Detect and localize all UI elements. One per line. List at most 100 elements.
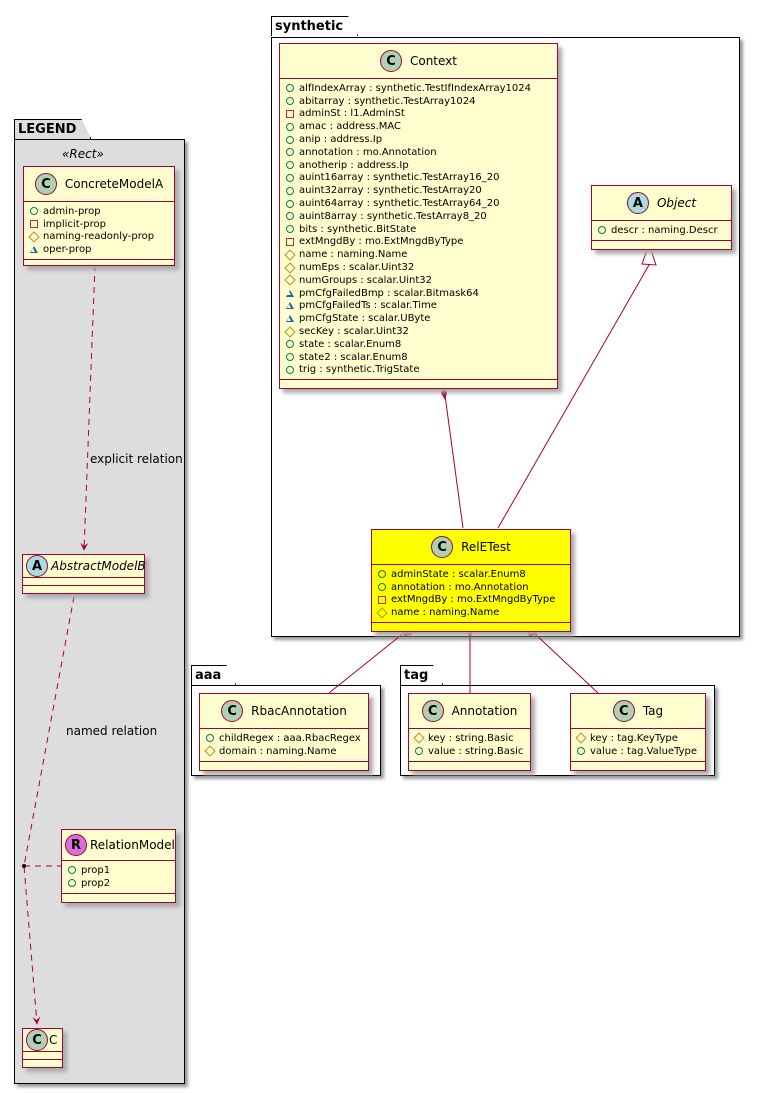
class-header: A Object (592, 186, 731, 221)
public-visibility-icon (576, 747, 586, 756)
public-visibility-icon (67, 866, 77, 875)
attribute-row: oper-prop (29, 243, 170, 256)
class-name: C (49, 1033, 58, 1047)
attribute-list (23, 1052, 62, 1060)
protected-visibility-icon (204, 745, 216, 757)
attribute-text: childRegex : aaa.RbacRegex (219, 732, 361, 744)
explicit-relation-label: explicit relation (90, 452, 183, 466)
public-visibility-icon (29, 207, 39, 216)
protected-visibility-icon (28, 231, 40, 243)
attribute-text: oper-prop (43, 244, 92, 256)
attribute-text: key : string.Basic (428, 732, 514, 744)
attribute-row: admin-prop (29, 205, 170, 218)
class-header: C Tag (571, 694, 705, 729)
protected-visibility-icon (575, 732, 587, 745)
package-visibility-icon (285, 315, 295, 323)
attribute-list: descr : naming.Descr (592, 221, 731, 241)
attribute-text: auint64array : synthetic.TestArray64_20 (299, 198, 500, 210)
attribute-text: pmCfgState : scalar.UByte (299, 313, 431, 325)
named-relation-label: named relation (66, 724, 158, 738)
attribute-text: anotherip : address.Ip (299, 159, 409, 171)
attribute-row: annotation : mo.Annotation (377, 581, 566, 594)
class-object[interactable]: A Object descr : naming.Descr (591, 185, 732, 250)
attribute-text: admin-prop (43, 205, 101, 217)
attribute-row: state : scalar.Enum8 (285, 338, 553, 351)
attribute-list (23, 578, 144, 586)
attribute-row: extMngdBy : mo.ExtMngdByType (377, 594, 566, 607)
class-badge-icon: C (421, 700, 444, 722)
class-badge-icon: C (379, 50, 402, 72)
class-name: RbacAnnotation (251, 704, 347, 718)
attribute-text: value : string.Basic (428, 745, 524, 757)
attribute-list: alfIndexArray : synthetic.TestIfIndexArr… (280, 79, 557, 381)
attribute-text: abitarray : synthetic.TestArray1024 (299, 95, 476, 107)
attribute-text: auint16array : synthetic.TestArray16_20 (299, 172, 500, 184)
public-visibility-icon (205, 734, 215, 743)
class-badge-icon: C (612, 700, 635, 722)
method-list (409, 762, 530, 770)
class-context[interactable]: C Context alfIndexArray : synthetic.Test… (279, 43, 558, 390)
synthetic-package-tab: synthetic (271, 16, 358, 36)
attribute-row: prop2 (67, 877, 171, 890)
public-visibility-icon (285, 148, 295, 157)
public-visibility-icon (285, 353, 295, 362)
public-visibility-icon (285, 186, 295, 195)
class-header: C ConcreteModelA (24, 167, 174, 202)
method-list (23, 1060, 62, 1067)
attribute-text: auint8array : synthetic.TestArray8_20 (299, 210, 487, 222)
attribute-text: descr : naming.Descr (611, 224, 718, 236)
class-badge-icon: C (26, 1029, 48, 1051)
attribute-row: value : string.Basic (414, 745, 526, 758)
method-list (62, 894, 175, 902)
method-list (571, 762, 705, 770)
attribute-text: state : scalar.Enum8 (299, 338, 402, 350)
protected-visibility-icon (284, 325, 296, 338)
class-abstractmodelb[interactable]: A AbstractModelB (22, 554, 146, 594)
public-visibility-icon (285, 84, 295, 93)
attribute-row: secKey : scalar.Uint32 (284, 325, 553, 338)
attribute-row: abitarray : synthetic.TestArray1024 (285, 95, 553, 108)
attribute-row: implicit-prop (29, 218, 170, 231)
attribute-row: auint32array : synthetic.TestArray20 (285, 184, 553, 197)
attribute-row: adminState : scalar.Enum8 (377, 568, 566, 581)
class-header: C RbacAnnotation (200, 694, 368, 729)
protected-visibility-icon (376, 607, 388, 619)
attribute-text: adminState : scalar.Enum8 (391, 568, 526, 580)
attribute-row: trig : synthetic.TrigState (285, 364, 553, 377)
class-rbacannotation[interactable]: C RbacAnnotation childRegex : aaa.RbacRe… (199, 693, 369, 771)
attribute-text: prop2 (81, 877, 111, 889)
attribute-text: name : naming.Name (391, 607, 500, 619)
attribute-text: numGroups : scalar.Uint32 (299, 274, 432, 286)
attribute-text: bits : synthetic.BitState (299, 223, 417, 235)
class-header: A AbstractModelB (23, 555, 146, 578)
attribute-text: amac : address.MAC (299, 121, 401, 133)
public-visibility-icon (285, 122, 295, 131)
class-name: RelETest (461, 540, 511, 554)
protected-visibility-icon (284, 261, 296, 274)
class-name: RelationModel (90, 838, 175, 852)
class-name: Tag (642, 704, 664, 718)
protected-visibility-icon (413, 732, 425, 745)
attribute-text: name : naming.Name (299, 249, 408, 261)
attribute-row: bits : synthetic.BitState (285, 223, 553, 236)
attribute-text: value : tag.ValueType (590, 745, 698, 757)
method-list (372, 623, 570, 631)
class-header: C Context (280, 44, 557, 79)
class-c[interactable]: C C (22, 1028, 63, 1068)
attribute-row: annotation : mo.Annotation (285, 146, 553, 159)
class-badge-icon: C (34, 173, 57, 195)
class-badge-icon: C (221, 700, 244, 722)
attribute-row: amac : address.MAC (285, 120, 553, 133)
attribute-text: naming-readonly-prop (43, 231, 155, 243)
attribute-text: annotation : mo.Annotation (299, 146, 437, 158)
public-visibility-icon (285, 97, 295, 106)
public-visibility-icon (285, 340, 295, 349)
